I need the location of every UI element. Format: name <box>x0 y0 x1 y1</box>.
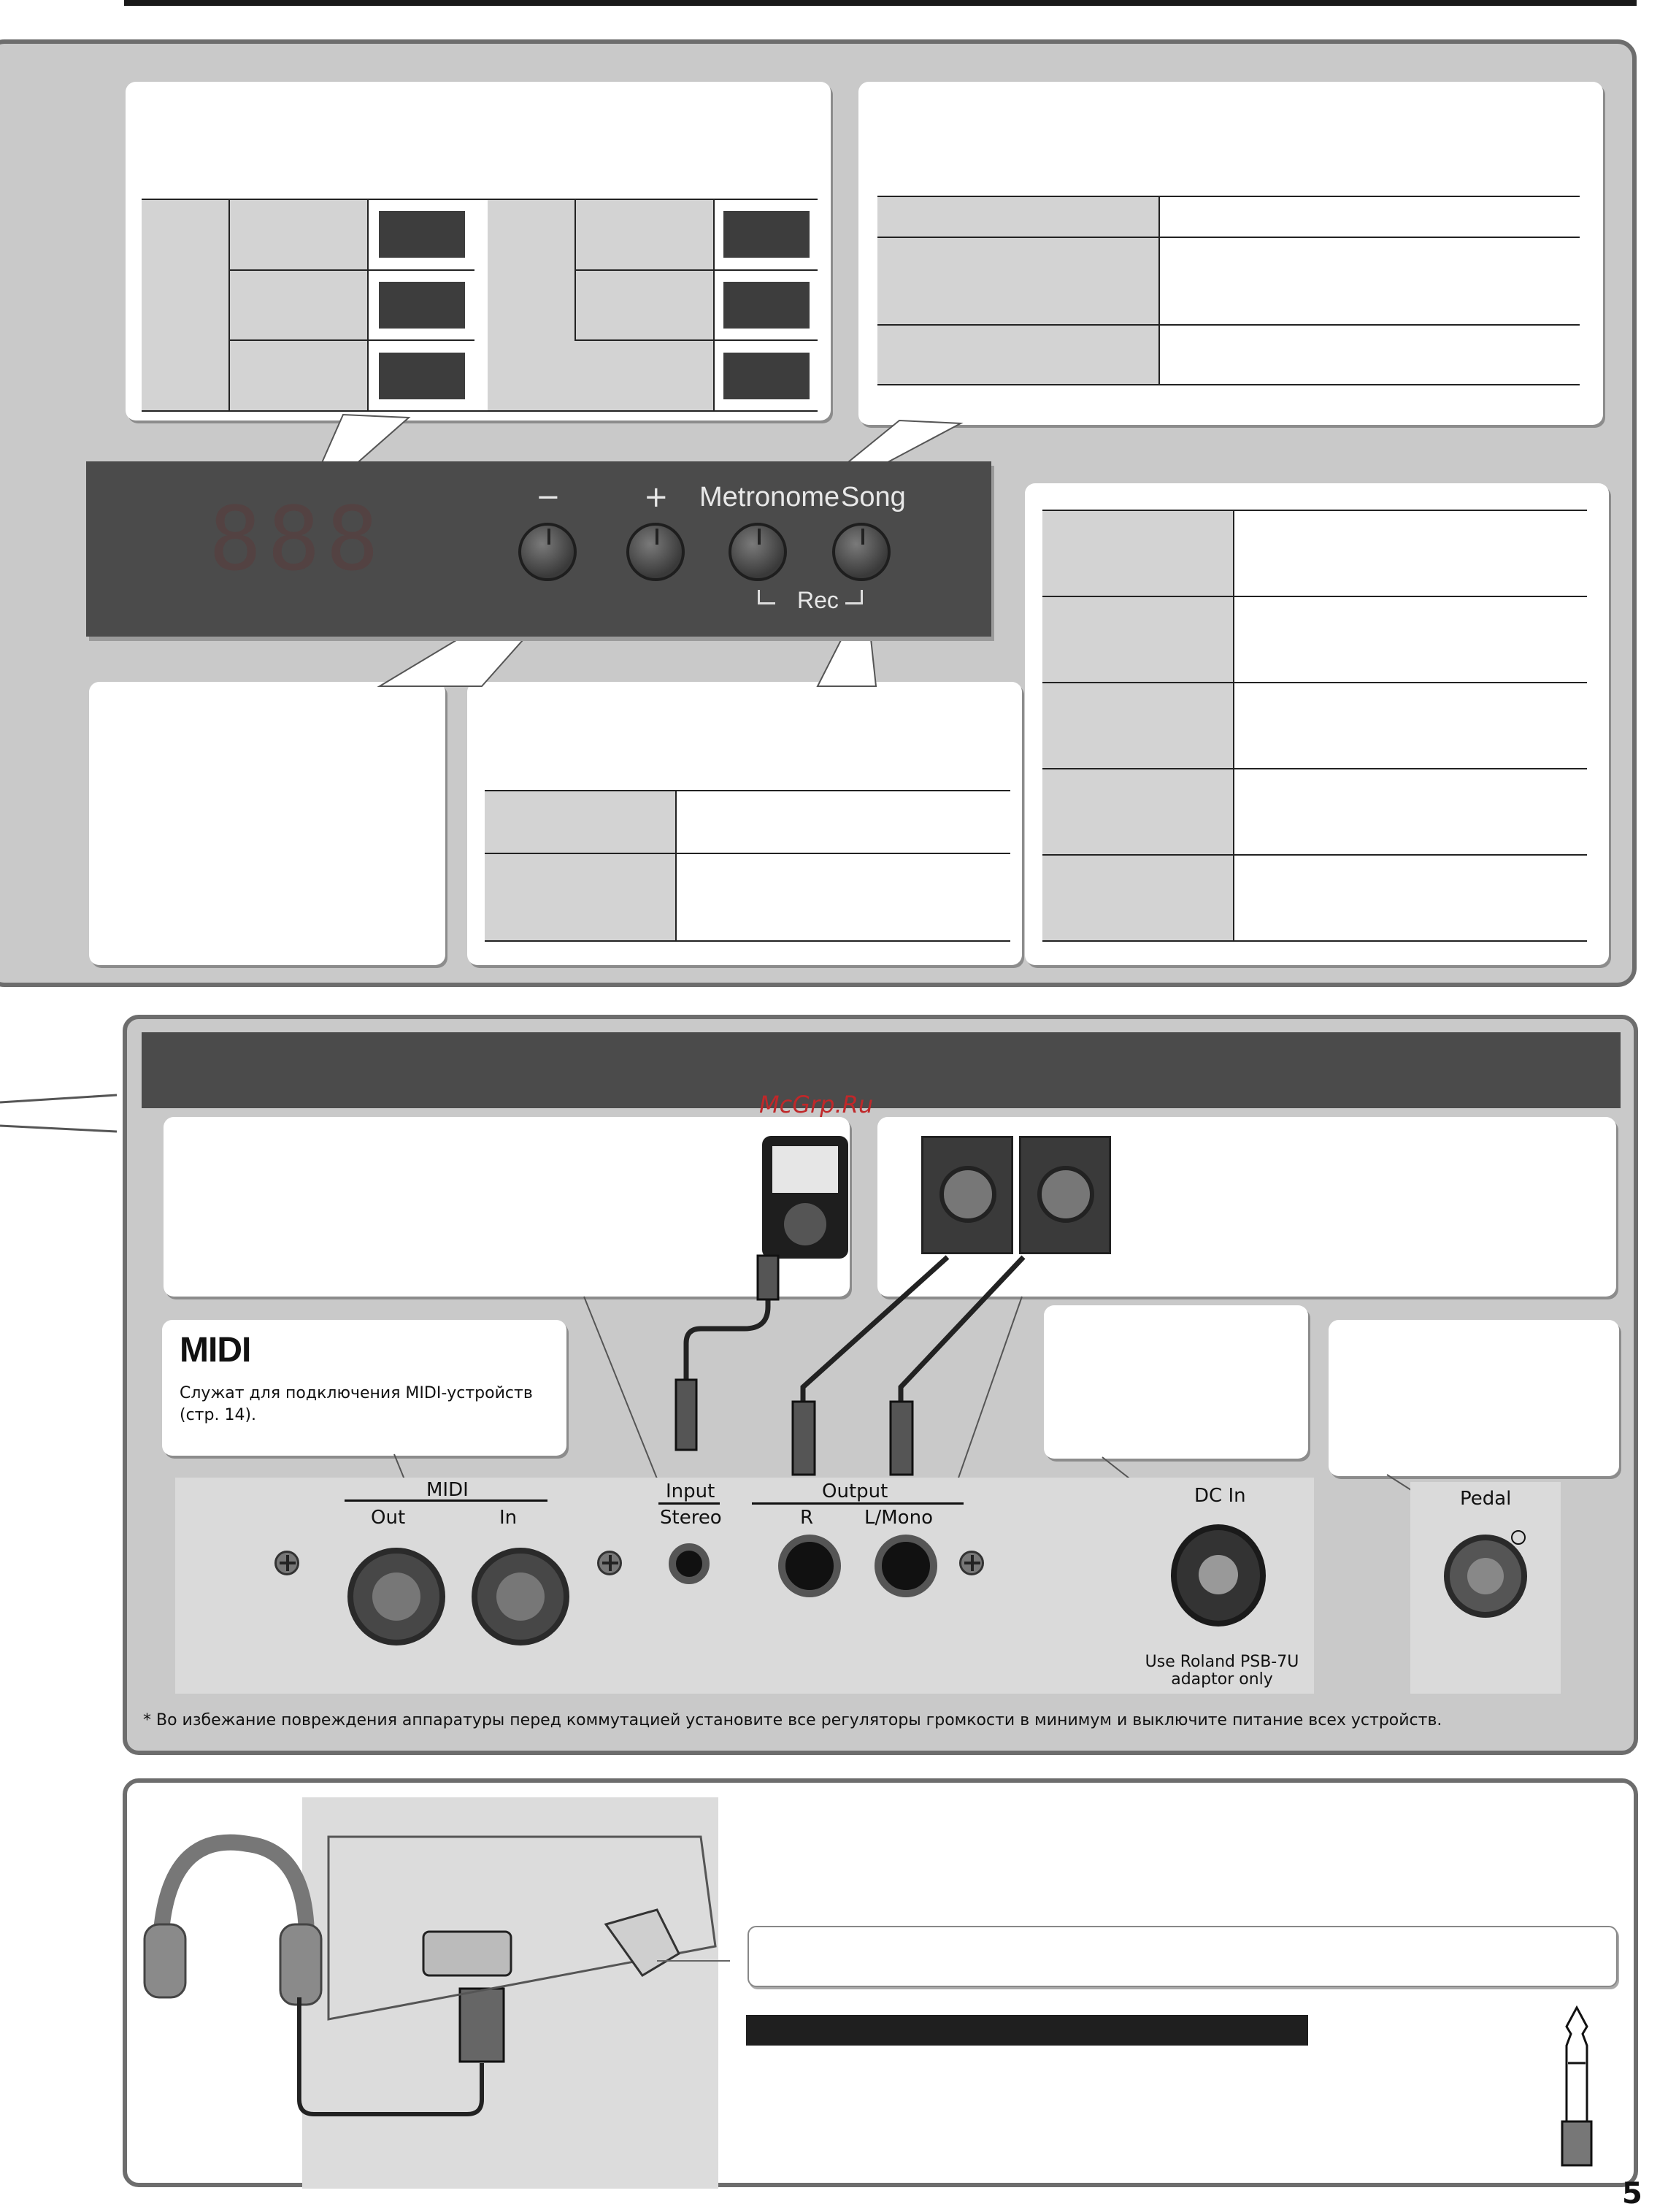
adaptor-note-line2: adaptor only <box>1171 1670 1273 1689</box>
stereo-label: Stereo <box>660 1507 722 1529</box>
rec-label: Rec <box>797 587 839 613</box>
input-callout <box>164 1117 850 1297</box>
song-table <box>485 790 1010 942</box>
led-display: 888 <box>209 489 385 591</box>
midi-out-port[interactable] <box>347 1548 445 1645</box>
minus-label: − <box>536 480 561 514</box>
speaker-right-icon <box>1019 1136 1111 1254</box>
output-lmono-label: L/Mono <box>864 1507 933 1529</box>
page-number: 5 <box>1622 2177 1642 2211</box>
song-button[interactable] <box>832 523 891 581</box>
midi-panel-label: MIDI <box>426 1479 469 1501</box>
minus-button[interactable] <box>518 523 577 581</box>
pedal-port[interactable] <box>1444 1535 1527 1618</box>
plus-button[interactable] <box>626 523 685 581</box>
watermark: McGrp.Ru <box>759 1091 874 1118</box>
input-stereo-jack[interactable] <box>669 1543 710 1584</box>
media-player-icon <box>762 1136 848 1259</box>
song-button-callout <box>467 682 1022 965</box>
display-lamps-callout <box>126 82 831 420</box>
cables <box>0 1094 1468 1533</box>
metronome-button[interactable] <box>729 523 787 581</box>
output-r-label: R <box>800 1507 814 1529</box>
control-panel: 888 − + Metronome Song Rec <box>86 461 991 637</box>
metronome-callout <box>858 82 1603 425</box>
midi-out-label: Out <box>371 1507 406 1529</box>
output-label: Output <box>822 1481 888 1502</box>
piano-underside-area <box>302 1797 718 2189</box>
caution-bar <box>746 2015 1308 2046</box>
output-r-jack[interactable] <box>778 1535 841 1597</box>
screw-icon <box>959 1551 984 1575</box>
dc-in-label: DC In <box>1194 1485 1246 1507</box>
headphone-hook-icon <box>604 1908 680 1977</box>
midi-callout: MIDI Служат для подключения MIDI-устройс… <box>162 1320 566 1456</box>
lamp-indicator <box>723 211 810 258</box>
song-functions-table <box>1042 510 1587 942</box>
rec-bracket-right <box>845 590 863 604</box>
midi-description: Служат для подключения MIDI-устройств (с… <box>180 1384 533 1424</box>
metronome-label: Metronome <box>699 482 840 512</box>
pedal-callout <box>1329 1320 1619 1476</box>
rec-bracket-left <box>758 590 775 604</box>
song-label: Song <box>841 482 906 512</box>
lamp-table <box>142 199 818 412</box>
footnote: * Во избежание повреждения аппаратуры пе… <box>143 1711 1442 1729</box>
lamp-indicator <box>723 281 810 329</box>
top-rule <box>124 0 1637 6</box>
metronome-table <box>877 196 1580 385</box>
lamp-indicator <box>378 281 465 329</box>
section-header-bar <box>142 1032 1621 1108</box>
speaker-left-icon <box>921 1136 1013 1254</box>
headphones-illustration <box>143 1834 730 2116</box>
hook-callout <box>747 1926 1618 1987</box>
lamp-indicator <box>378 352 465 399</box>
output-lmono-jack[interactable] <box>875 1535 937 1597</box>
lamp-indicator <box>723 352 810 399</box>
midi-in-label: In <box>499 1507 518 1529</box>
pedal-panel: Pedal <box>1410 1482 1561 1694</box>
ground-screw-icon <box>274 1551 299 1575</box>
midi-title: MIDI <box>180 1331 251 1370</box>
plus-label: + <box>644 480 669 514</box>
midi-in-port[interactable] <box>472 1548 569 1645</box>
stereo-plug-icon <box>1561 2005 1593 2167</box>
dc-in-callout <box>1044 1305 1308 1459</box>
screw-icon <box>597 1551 622 1575</box>
input-label: Input <box>666 1481 715 1502</box>
dc-in-port[interactable] <box>1171 1524 1266 1627</box>
headphones-icon <box>153 1834 315 1940</box>
pedal-label: Pedal <box>1460 1488 1512 1510</box>
plus-minus-callout <box>89 682 445 965</box>
rear-jack-panel: MIDI Out In Input Stereo Output R L/Mono… <box>175 1478 1314 1694</box>
headphone-jack-icon <box>422 1930 512 1977</box>
adaptor-note-line1: Use Roland PSB-7U <box>1145 1653 1299 1671</box>
lamp-indicator <box>378 211 465 258</box>
song-functions-callout <box>1025 483 1609 965</box>
